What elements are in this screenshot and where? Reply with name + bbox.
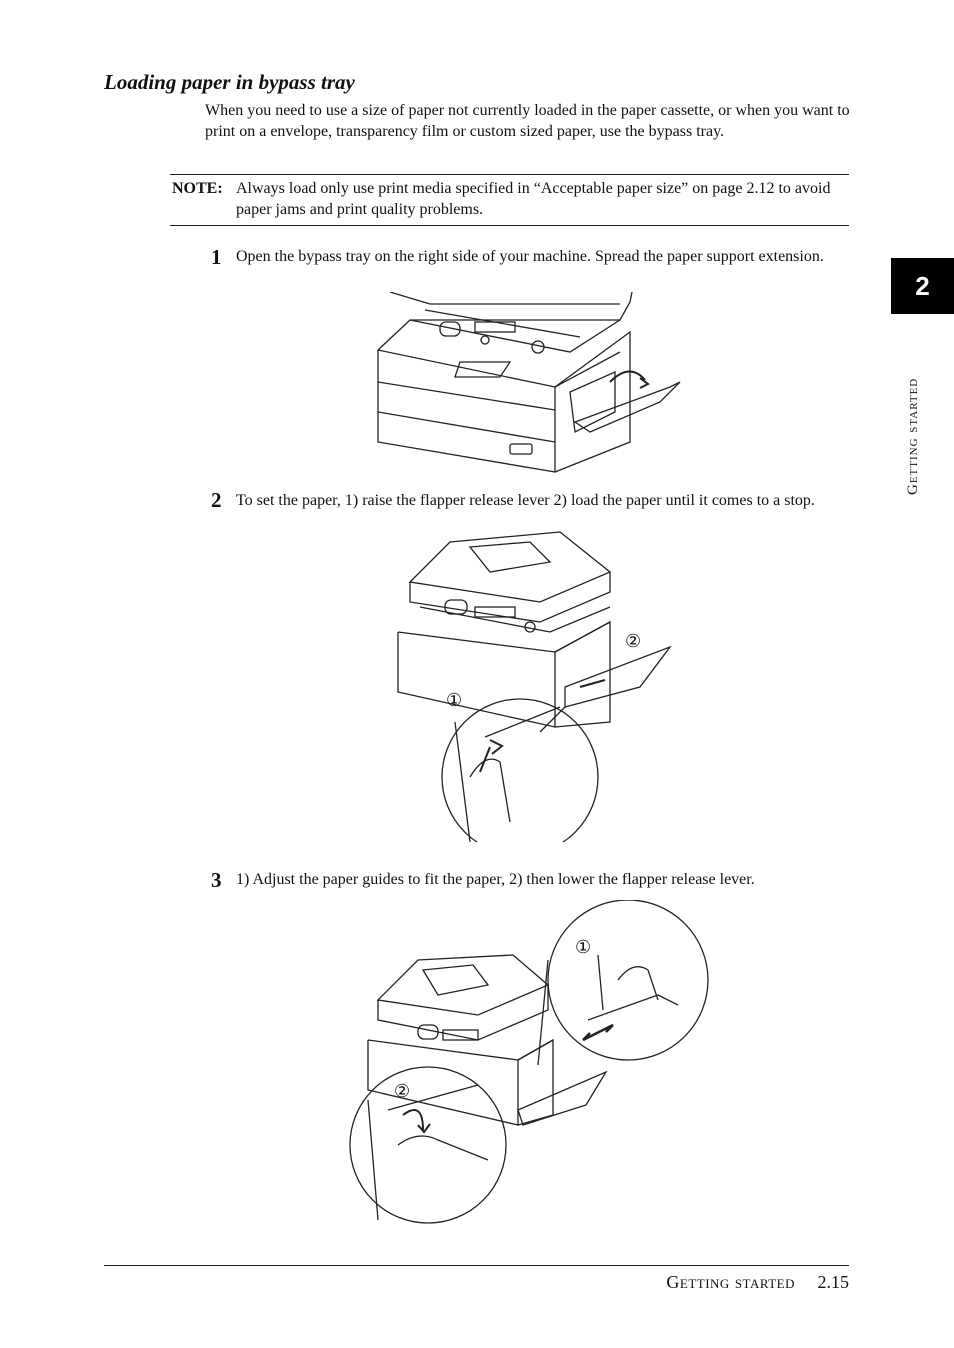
fig3-label-1: ①	[575, 937, 592, 958]
footer-section: Getting started	[666, 1272, 795, 1292]
figure-open-bypass-tray	[370, 292, 685, 474]
fig2-label-2: ②	[625, 631, 642, 652]
fig2-label-1: ①	[446, 690, 463, 711]
note-label: NOTE:	[172, 180, 223, 197]
figure-load-paper	[390, 522, 680, 842]
footer: Getting started 2.15	[666, 1272, 849, 1293]
step-2-number: 2	[211, 488, 222, 512]
page-number: 2.15	[817, 1272, 850, 1292]
note-top-rule	[170, 174, 849, 175]
chapter-tab: 2	[891, 258, 954, 314]
step-1-text: Open the bypass tray on the right side o…	[236, 248, 824, 265]
figure-adjust-guides	[348, 900, 710, 1225]
note-text: Always load only use print media specifi…	[236, 180, 831, 218]
fig3-label-2: ②	[394, 1081, 411, 1102]
step-1-number: 1	[211, 245, 222, 269]
step-3-text: 1) Adjust the paper guides to fit the pa…	[236, 871, 755, 888]
note-bottom-rule	[170, 225, 849, 226]
section-heading: Loading paper in bypass tray	[104, 70, 355, 94]
step-2-text: To set the paper, 1) raise the flapper r…	[236, 492, 815, 509]
chapter-side-label: Getting started	[905, 377, 921, 495]
intro-paragraph: When you need to use a size of paper not…	[205, 102, 850, 140]
step-3-number: 3	[211, 868, 222, 892]
footer-rule	[104, 1265, 849, 1266]
